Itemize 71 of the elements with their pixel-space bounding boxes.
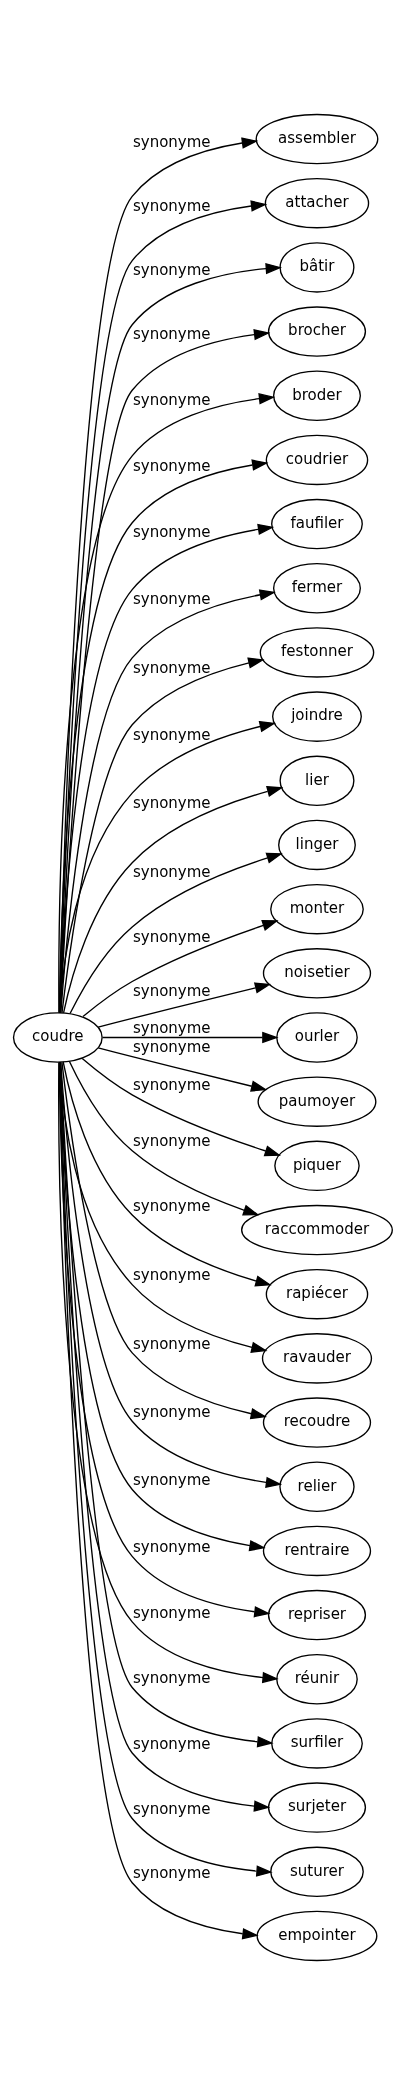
node-ellipse: coudre xyxy=(12,1012,103,1063)
node-ellipse: surfiler xyxy=(271,1718,363,1769)
edge-label: synonyme xyxy=(132,1266,211,1285)
arrow xyxy=(68,1060,260,1216)
arrow xyxy=(60,1061,283,1489)
node-ellipse: ourler xyxy=(276,1012,358,1063)
node-ellipse: relier xyxy=(279,1461,355,1512)
arrow xyxy=(61,657,265,1014)
node-ellipse: noisetier xyxy=(262,948,372,999)
arrow xyxy=(62,785,284,1014)
arrow xyxy=(102,1031,279,1044)
arrow xyxy=(81,1057,281,1157)
edge-label: synonyme xyxy=(132,523,211,542)
edge-label: synonyme xyxy=(132,725,211,744)
node-ellipse: réunir xyxy=(276,1654,358,1705)
node-ellipse: joindre xyxy=(272,691,362,742)
edge-label: synonyme xyxy=(132,261,211,280)
edge-label: synonyme xyxy=(132,132,211,151)
node-ellipse: repriser xyxy=(267,1589,367,1641)
edge-label: synonyme xyxy=(132,325,211,344)
node-ellipse: brocher xyxy=(267,306,367,357)
arrow xyxy=(59,720,276,1014)
edge-label: synonyme xyxy=(132,1132,211,1151)
node-ellipse: faufiler xyxy=(271,498,363,550)
edge-label: synonyme xyxy=(132,1196,211,1215)
node-ellipse: attacher xyxy=(264,177,370,229)
edge-label: synonyme xyxy=(132,590,211,609)
node-ellipse: rapiécer xyxy=(265,1268,369,1320)
node-ellipse: ravauder xyxy=(261,1333,373,1384)
edge-label: synonyme xyxy=(132,658,211,677)
node-ellipse: surjeter xyxy=(267,1782,367,1833)
edge-label: synonyme xyxy=(132,1076,211,1095)
node-ellipse: recoudre xyxy=(262,1397,372,1448)
edge-label: synonyme xyxy=(132,1864,211,1883)
node-ellipse: piquer xyxy=(274,1140,360,1192)
node-ellipse: assembler xyxy=(255,113,379,165)
edge-label: synonyme xyxy=(132,1800,211,1819)
arrow xyxy=(97,1047,268,1092)
edge-label: synonyme xyxy=(132,1669,211,1688)
node-ellipse: linger xyxy=(278,819,356,871)
node-ellipse: paumoyer xyxy=(257,1076,377,1127)
node-ellipse: festonner xyxy=(259,627,375,678)
node-ellipse: broder xyxy=(272,370,361,421)
edge-label: synonyme xyxy=(132,1538,211,1556)
node-ellipse: suturer xyxy=(270,1846,364,1898)
edge-label: synonyme xyxy=(132,1734,211,1753)
arrow xyxy=(61,1061,268,1420)
edge-label: synonyme xyxy=(132,1402,211,1421)
edge-label: synonyme xyxy=(132,793,211,812)
arrow xyxy=(97,982,272,1028)
edge-label: synonyme xyxy=(132,1038,211,1057)
edge-label: synonyme xyxy=(132,1603,211,1622)
edge-label: synonyme xyxy=(132,863,211,882)
edge-label: synonyme xyxy=(132,391,211,410)
edge-label: synonyme xyxy=(132,1471,211,1490)
arrow xyxy=(62,1061,272,1287)
node-ellipse: fermer xyxy=(272,563,361,614)
edge-label: synonyme xyxy=(132,456,211,475)
edge-label: synonyme xyxy=(132,927,211,946)
edge-label: synonyme xyxy=(132,1334,211,1353)
node-ellipse: lier xyxy=(279,755,355,807)
node-ellipse: rentraire xyxy=(262,1525,372,1577)
node-ellipse: bâtir xyxy=(279,242,355,293)
node-ellipse: coudrier xyxy=(265,434,369,486)
edge-label: synonyme xyxy=(132,982,211,1001)
node-ellipse: empointer xyxy=(256,1910,378,1962)
node-ellipse: monter xyxy=(270,883,364,935)
edge-label: synonyme xyxy=(132,1019,211,1038)
arrow xyxy=(82,920,279,1018)
edge-label: synonyme xyxy=(132,197,211,216)
arrow xyxy=(69,852,283,1015)
